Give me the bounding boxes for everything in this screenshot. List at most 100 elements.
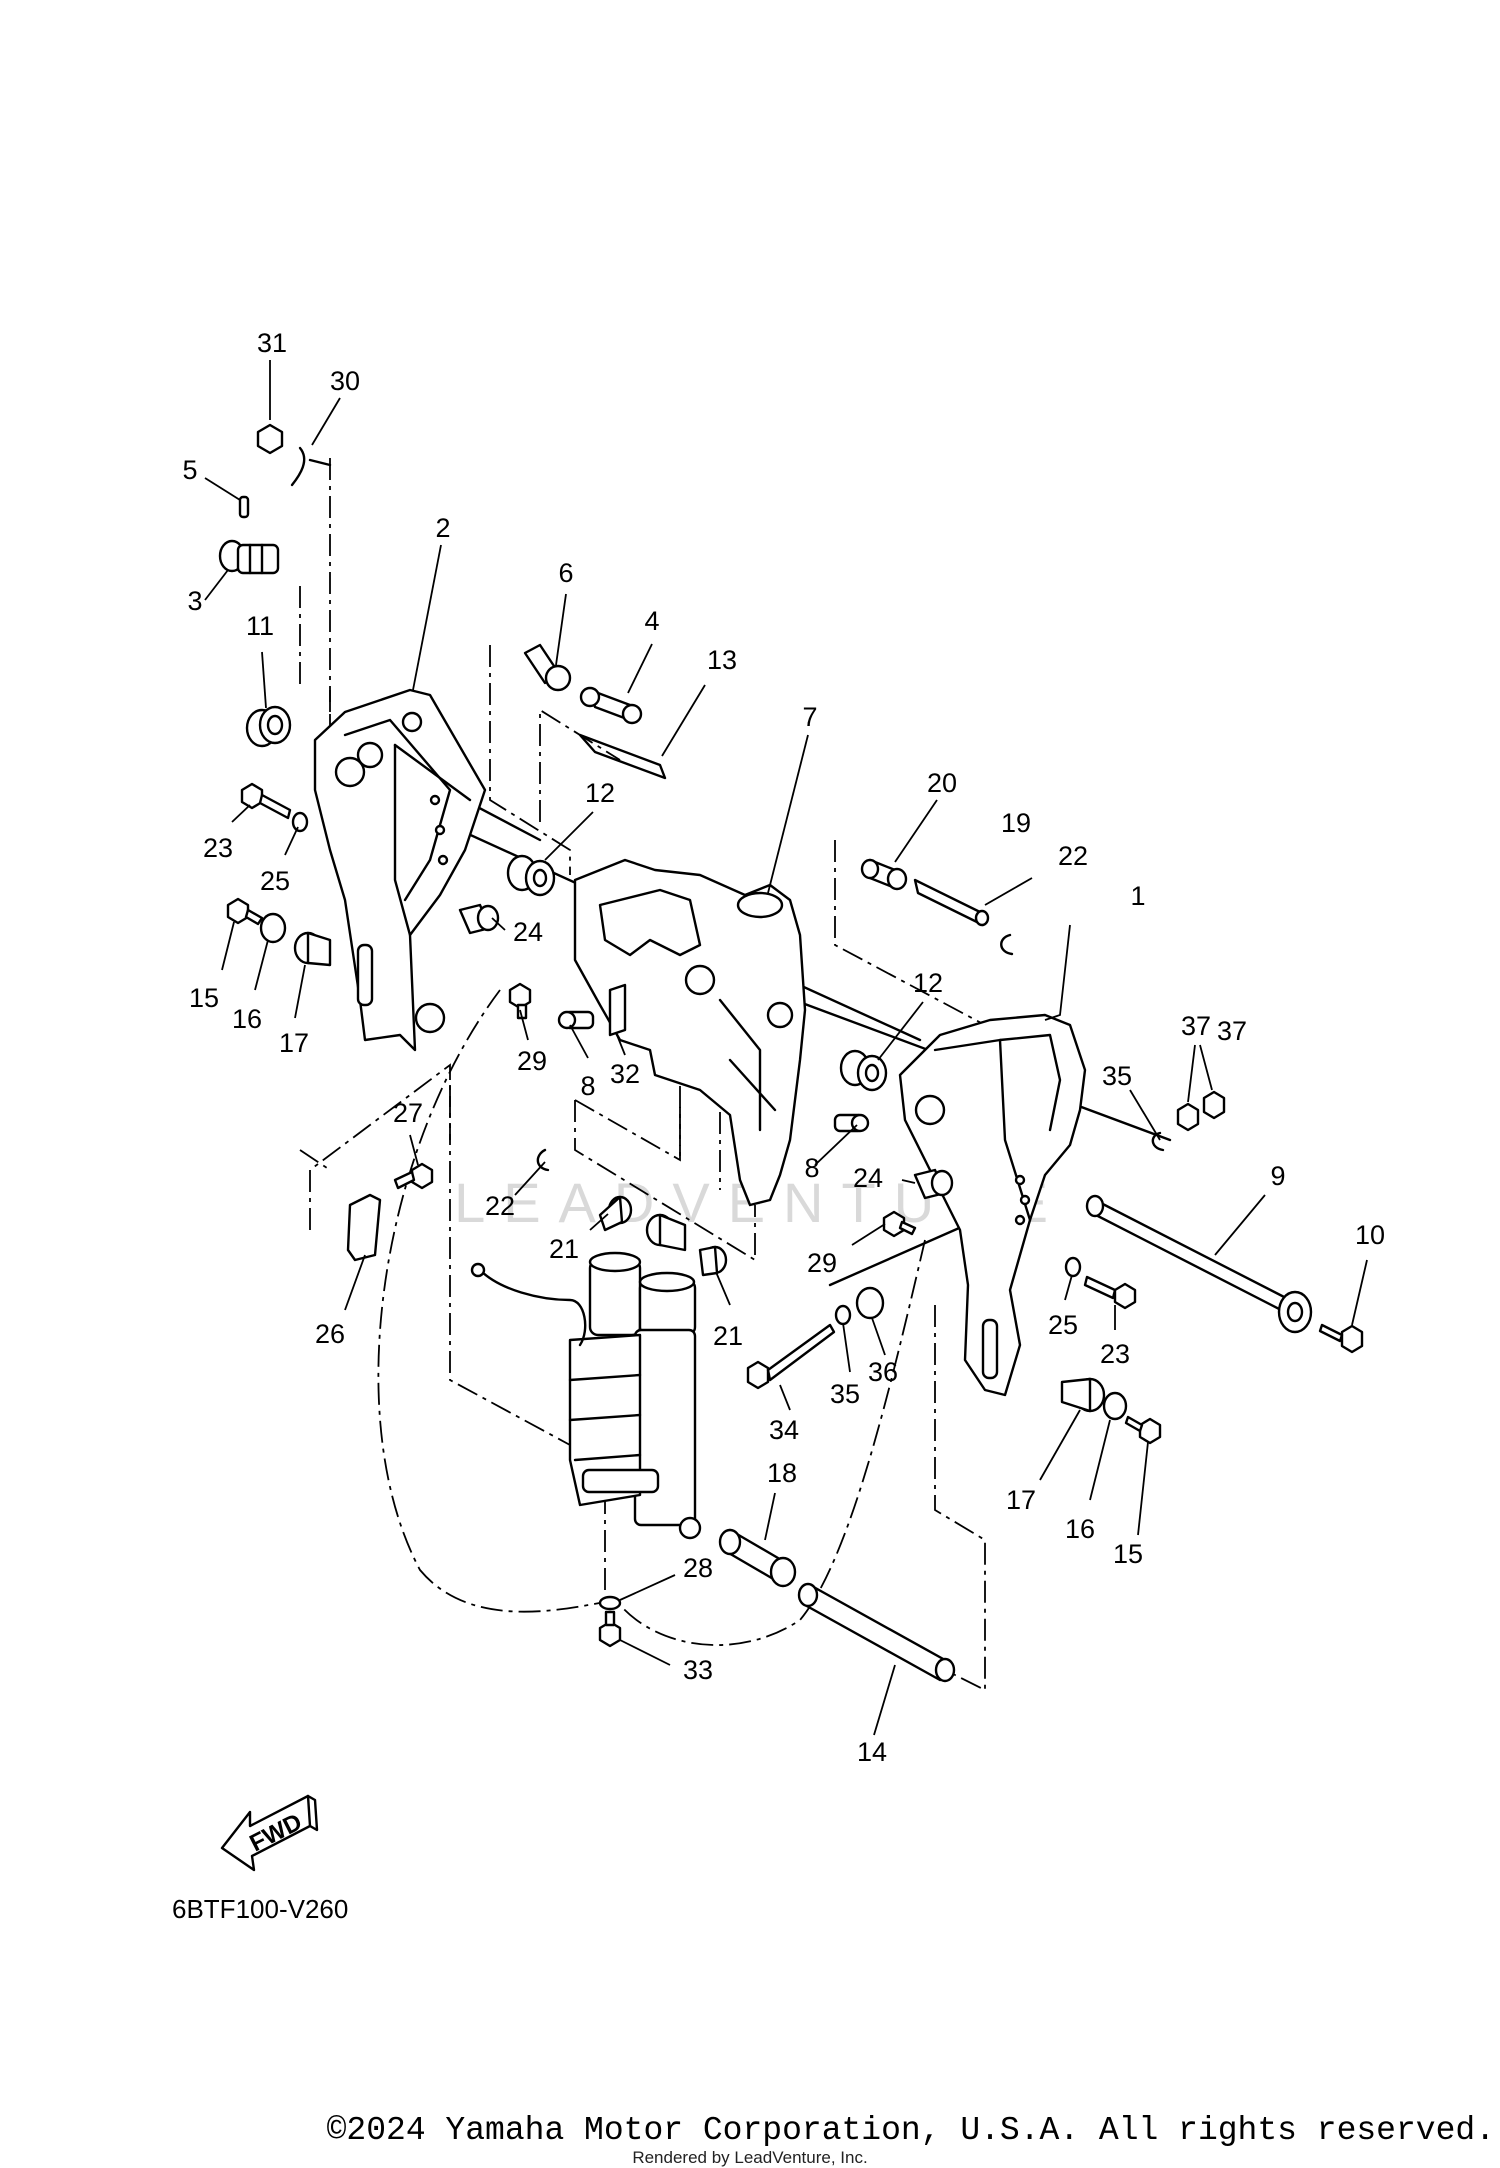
- bushing-part-21-right: [698, 1245, 728, 1277]
- guide-line-8: [934, 1305, 986, 1692]
- guide-loop-right: [619, 1239, 926, 1646]
- bolt-part-34: [746, 1323, 836, 1390]
- callout-16-left: 16: [232, 1004, 262, 1034]
- screw-part-29-right: [882, 1210, 917, 1238]
- callout-25-right: 25: [1048, 1310, 1078, 1340]
- callout-21-right: 21: [713, 1321, 743, 1351]
- callout-8-right: 8: [804, 1153, 819, 1183]
- callout-36: 36: [868, 1357, 898, 1387]
- callout-13: 13: [707, 645, 737, 675]
- cap-part-3: [218, 539, 280, 575]
- collar-part-20: [860, 858, 908, 891]
- callout-labels: 31 30 5 3 2 11 6 4 13 7 12 20 19 22 1 23…: [182, 328, 1385, 1767]
- clip-part-22-right: [1000, 933, 1014, 956]
- clip-part-35-upper: [1151, 1131, 1165, 1152]
- callout-15-right: 15: [1113, 1539, 1143, 1569]
- pin-part-19: [913, 878, 990, 927]
- callout-17-left: 17: [279, 1028, 309, 1058]
- callout-4: 4: [644, 606, 659, 636]
- nut-part-31: [256, 423, 284, 455]
- forward-arrow-icon: FWD: [220, 1794, 319, 1872]
- clamp-bracket-left: [313, 688, 487, 1052]
- bolt-part-23-right: [1083, 1275, 1137, 1310]
- callout-19: 19: [1001, 808, 1031, 838]
- callout-5: 5: [182, 455, 197, 485]
- washer-part-25-left: [291, 811, 309, 833]
- tie-part-13: [578, 733, 667, 780]
- bushing-part-12-left: [506, 854, 556, 897]
- diagram-code: 6BTF100-V260: [172, 1894, 348, 1924]
- callout-31: 31: [257, 328, 287, 358]
- tilt-shaft-part-9: [1085, 1194, 1313, 1334]
- callout-12-left: 12: [585, 778, 615, 808]
- bushing-part-18: [718, 1528, 797, 1588]
- bolt-part-10: [1318, 1323, 1364, 1354]
- callout-37-right: 37: [1217, 1016, 1247, 1046]
- bushing-part-21-left: [598, 1195, 633, 1232]
- clamp-bracket-right: [898, 1013, 1087, 1397]
- callout-10: 10: [1355, 1220, 1385, 1250]
- washer-part-28: [598, 1595, 622, 1611]
- nut-part-37-right: [1202, 1090, 1226, 1120]
- rendered-by-text: Rendered by LeadVenture, Inc.: [632, 2148, 868, 2167]
- pin-part-5: [238, 495, 250, 519]
- pin-part-4: [579, 686, 643, 725]
- callout-2: 2: [435, 513, 450, 543]
- washer-part-16-right: [1102, 1391, 1128, 1421]
- clip-part-30: [290, 446, 332, 487]
- callout-33: 33: [683, 1655, 713, 1685]
- washer-part-35-lower: [834, 1304, 852, 1326]
- callout-8-left: 8: [580, 1071, 595, 1101]
- bolt-part-15-right: [1124, 1415, 1162, 1445]
- callout-25-left: 25: [260, 866, 290, 896]
- callout-7: 7: [802, 702, 817, 732]
- callout-24-right: 24: [853, 1163, 883, 1193]
- swivel-bracket: [573, 858, 807, 1207]
- bushing-part-21-center: [645, 1213, 687, 1252]
- clip-part-22-left: [536, 1148, 550, 1172]
- callout-37-left: 37: [1181, 1011, 1211, 1041]
- callout-28: 28: [683, 1553, 713, 1583]
- callout-35-upper: 35: [1102, 1061, 1132, 1091]
- guide-line-11: [489, 645, 621, 875]
- callout-1: 1: [1130, 881, 1145, 911]
- washer-part-36: [855, 1286, 885, 1320]
- plate-part-26: [346, 1193, 382, 1262]
- callout-23-left: 23: [203, 833, 233, 863]
- tilt-cylinder-unit: [470, 1251, 702, 1540]
- callout-35-lower: 35: [830, 1379, 860, 1409]
- callout-24-left: 24: [513, 917, 543, 947]
- bolt-part-23-left: [240, 782, 292, 820]
- bushing-part-11: [245, 705, 292, 748]
- callout-22-right: 22: [1058, 841, 1088, 871]
- callout-15-left: 15: [189, 983, 219, 1013]
- grease-nipple-part-8-right: [833, 1113, 870, 1133]
- bushing-part-24-right: [913, 1168, 954, 1200]
- screw-part-29-left: [508, 982, 532, 1020]
- bolt-part-15-left: [226, 897, 264, 926]
- bushing-part-17-right: [1060, 1377, 1106, 1413]
- callout-12-right: 12: [913, 968, 943, 998]
- callout-34: 34: [769, 1415, 799, 1445]
- washer-part-25-right: [1064, 1256, 1082, 1278]
- bushing-part-12-right: [839, 1049, 888, 1092]
- callout-29-right: 29: [807, 1248, 837, 1278]
- bushing-part-17-left: [293, 931, 332, 967]
- guide-line-7: [574, 1099, 756, 1262]
- nut-part-37-left: [1176, 1102, 1200, 1132]
- callout-20: 20: [927, 768, 957, 798]
- bolt-part-33: [598, 1610, 622, 1648]
- callout-23-right: 23: [1100, 1339, 1130, 1369]
- callout-26: 26: [315, 1319, 345, 1349]
- pin-part-14: [797, 1582, 956, 1683]
- clamp-part-32: [608, 983, 627, 1037]
- callout-14: 14: [857, 1737, 887, 1767]
- callout-29-left: 29: [517, 1046, 547, 1076]
- callout-30: 30: [330, 366, 360, 396]
- guide-line-6: [449, 1085, 571, 1446]
- copyright-text: ©2024 Yamaha Motor Corporation, U.S.A. A…: [326, 2112, 1495, 2149]
- callout-9: 9: [1270, 1161, 1285, 1191]
- callout-11: 11: [246, 611, 274, 641]
- callout-18: 18: [767, 1458, 797, 1488]
